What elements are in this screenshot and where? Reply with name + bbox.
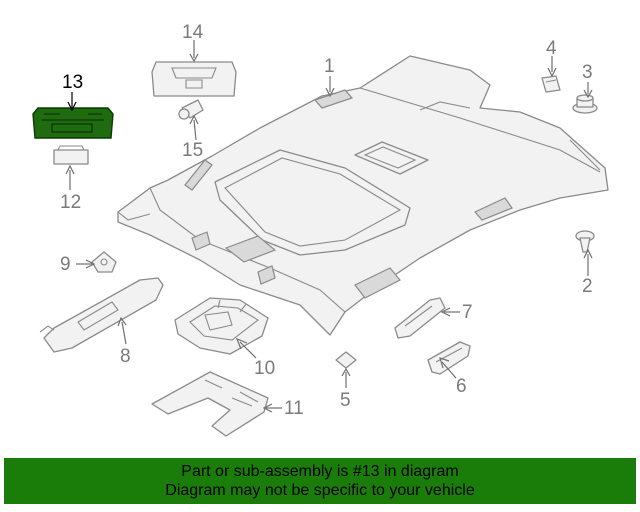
sun-visor-part-8[interactable] xyxy=(39,277,164,353)
visor-clip-part-9[interactable] xyxy=(91,251,117,273)
cap-part-5[interactable] xyxy=(335,351,357,369)
callout-2: 2 xyxy=(582,276,593,297)
mirror-cover-part[interactable] xyxy=(151,61,237,97)
callout-7: 7 xyxy=(462,302,473,323)
callout-9: 9 xyxy=(60,254,71,275)
callout-13: 13 xyxy=(62,72,83,93)
part-info-banner: Part or sub-assembly is #13 in diagram D… xyxy=(4,458,636,504)
leader-lines xyxy=(65,40,593,413)
callout-8: 8 xyxy=(120,346,131,367)
callout-4: 4 xyxy=(546,38,557,59)
callout-6: 6 xyxy=(456,376,467,397)
callout-14: 14 xyxy=(182,22,204,43)
bulb-part[interactable] xyxy=(178,99,204,120)
banner-line-disclaimer: Diagram may not be specific to your vehi… xyxy=(165,482,475,499)
trim-panel-part-11[interactable] xyxy=(151,371,269,437)
callout-5: 5 xyxy=(340,390,351,411)
push-pin-part-2[interactable] xyxy=(575,230,595,253)
headliner-part[interactable] xyxy=(117,55,609,336)
banner-line-part: Part or sub-assembly is #13 in diagram xyxy=(181,463,459,480)
bracket-part-7[interactable] xyxy=(394,297,446,339)
callout-12: 12 xyxy=(60,192,81,213)
callout-10: 10 xyxy=(254,358,275,379)
parts-diagram: 1 2 3 4 5 6 7 8 9 10 11 12 13 14 15 xyxy=(32,22,609,437)
lens-part[interactable] xyxy=(53,145,89,165)
lamp-housing-part-highlighted[interactable] xyxy=(32,107,114,139)
round-clip-part-3[interactable] xyxy=(572,94,598,114)
callout-11: 11 xyxy=(284,398,304,419)
callout-15: 15 xyxy=(182,140,203,161)
console-frame-part-10[interactable] xyxy=(174,297,269,355)
clip-part-4[interactable] xyxy=(541,75,561,93)
callout-1: 1 xyxy=(324,56,335,77)
callout-3: 3 xyxy=(582,62,593,83)
